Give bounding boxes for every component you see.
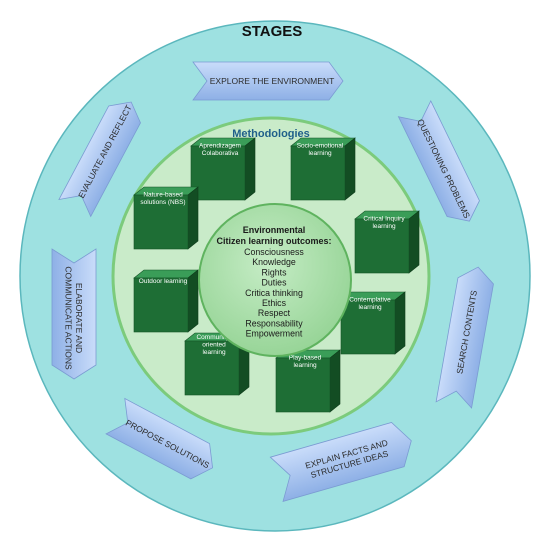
stage-arrow-6: ELABORATE ANDCOMMUNICATE ACTIONS — [51, 248, 97, 380]
stage-arrow-1: EXPLORE THE ENVIRONMENT — [192, 61, 344, 101]
cube-front-face — [290, 145, 346, 201]
outcome-item: Consciousness — [244, 247, 304, 257]
methodology-label: Outdoor learning — [139, 278, 188, 285]
cube-side-face — [244, 137, 256, 201]
stage-arrow-shape — [269, 422, 412, 502]
stage-arrow-shape — [58, 101, 141, 218]
outcomes-heading-line1: Environmental — [243, 225, 306, 235]
cube-front-face — [133, 277, 189, 333]
cube-front-face — [184, 340, 240, 396]
stages-title: STAGES — [242, 23, 303, 40]
outcomes-circle — [198, 203, 352, 357]
cube-side-face — [187, 269, 199, 333]
cube-side-face — [408, 210, 420, 274]
outcome-item: Knowledge — [252, 257, 296, 267]
outcome-item: Critica thinking — [245, 288, 303, 298]
cube-side-face — [394, 291, 406, 355]
stage-arrow-label: EXPLORE THE ENVIRONMENT — [210, 76, 335, 86]
cube-top-face — [133, 269, 199, 279]
stage-arrow-shape — [435, 266, 494, 409]
cube-side-face — [329, 349, 341, 413]
outcome-item: Ethics — [262, 298, 287, 308]
outcome-item: Empowerment — [246, 329, 303, 339]
cube-side-face — [187, 186, 199, 250]
stage-arrow-shape — [397, 100, 480, 222]
outcome-item: Responsability — [245, 318, 303, 328]
outcome-item: Duties — [262, 278, 288, 288]
cube-front-face — [340, 299, 396, 355]
methodologies-title: Methodologies — [232, 128, 310, 140]
cube-front-face — [133, 194, 189, 250]
cube-front-face — [275, 357, 331, 413]
stage-arrow-shape — [51, 248, 97, 380]
stage-arrow-3: SEARCH CONTENTS — [435, 266, 494, 409]
stage-arrow-label: ELABORATE ANDCOMMUNICATE ACTIONS — [64, 266, 85, 370]
stage-arrow-shape — [105, 397, 213, 480]
cube-front-face — [190, 145, 246, 201]
outcomes-heading-line2: Citizen learning outcomes: — [216, 236, 331, 246]
methodology-cube-7: Outdoor learning — [133, 269, 199, 333]
stage-arrow-shape — [192, 61, 344, 101]
cube-front-face — [354, 218, 410, 274]
outcomes-text: Environmental Citizen learning outcomes:… — [216, 225, 331, 339]
cube-side-face — [344, 137, 356, 201]
outcome-item: Respect — [258, 308, 291, 318]
outcome-item: Rights — [262, 267, 288, 277]
